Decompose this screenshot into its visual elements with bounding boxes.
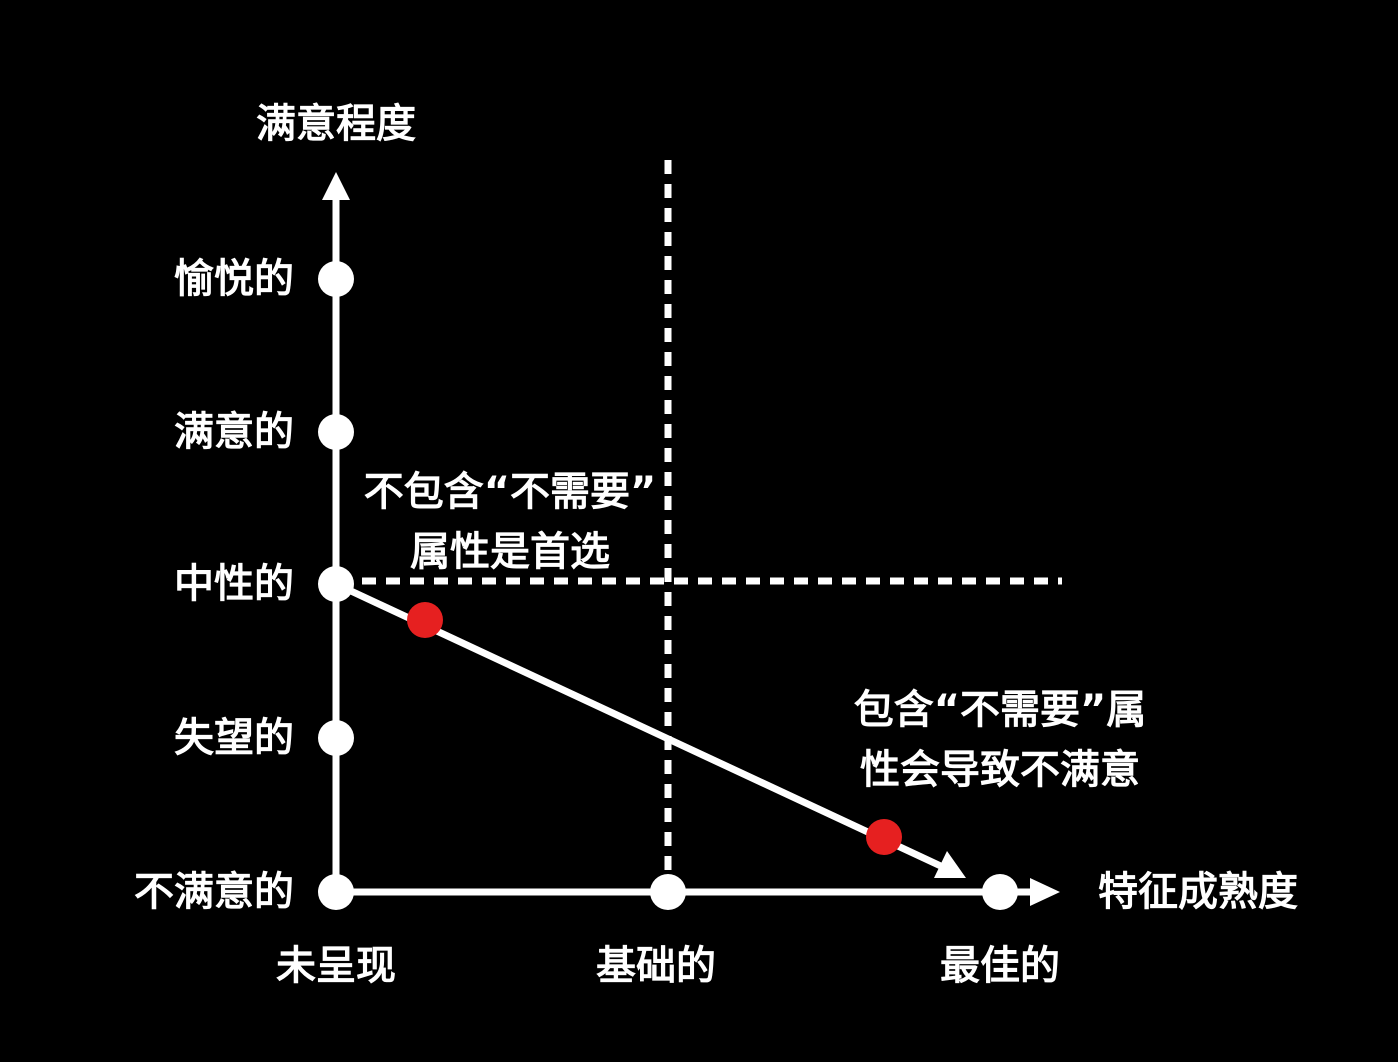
note-upper-line2: 属性是首选	[410, 529, 610, 575]
note-upper: 不包含“不需要” 属性是首选	[340, 462, 680, 582]
x-level-marker	[982, 874, 1018, 910]
y-level-label: 中性的	[174, 561, 294, 607]
origin-marker	[318, 874, 354, 910]
y-level-label: 失望的	[174, 715, 294, 761]
red-point-upper	[407, 602, 443, 638]
note-lower-line2: 性会导致不满意	[860, 747, 1140, 793]
x-axis-arrowhead	[1030, 878, 1060, 906]
x-level-label: 未呈现	[276, 943, 396, 989]
note-lower-line1: 包含“不需要”属	[853, 687, 1147, 733]
y-axis-title: 满意程度	[256, 101, 416, 147]
red-point-lower	[866, 819, 902, 855]
x-axis-title: 特征成熟度	[1098, 869, 1298, 915]
y-axis-arrowhead	[322, 172, 350, 200]
y-level-marker	[318, 566, 354, 602]
x-level-label: 基础的	[596, 943, 716, 989]
y-level-label: 不满意的	[134, 869, 294, 915]
note-upper-line1: 不包含“不需要”	[363, 469, 657, 515]
y-level-label: 满意的	[174, 409, 294, 455]
y-level-marker	[318, 720, 354, 756]
y-level-marker	[318, 414, 354, 450]
note-lower: 包含“不需要”属 性会导致不满意	[830, 680, 1170, 800]
x-level-label: 最佳的	[940, 943, 1060, 989]
x-level-marker	[650, 874, 686, 910]
y-level-label: 愉悦的	[174, 256, 294, 302]
trend-arrowhead	[934, 851, 966, 878]
y-level-marker	[318, 261, 354, 297]
